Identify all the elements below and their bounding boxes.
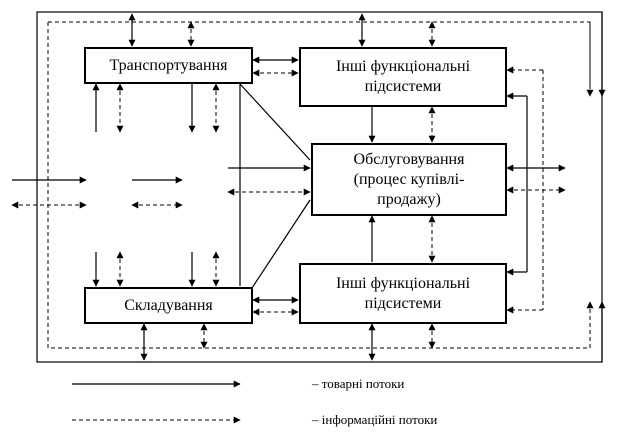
outer-frame xyxy=(36,11,603,363)
legend-goods-text: – товарні потоки xyxy=(312,376,405,391)
storage-label: Складування xyxy=(124,296,213,314)
other-subsystems-top-label: Інші функціональні підсистеми xyxy=(335,58,471,95)
legend-info-text: – інформаційні потоки xyxy=(312,412,438,427)
service-label: Обслуговування (процес купівлі- продажу) xyxy=(353,150,465,208)
storage-service-diagonal xyxy=(251,199,311,289)
other-subsystems-top-box: Інші функціональні підсистеми xyxy=(299,47,507,107)
transport-box: Транспортування xyxy=(84,47,253,84)
transport-service-diagonal xyxy=(239,83,311,161)
storage-box: Складування xyxy=(84,287,253,324)
other-subsystems-bottom-box: Інші функціональні підсистеми xyxy=(299,263,507,324)
transport-label: Транспортування xyxy=(109,56,228,74)
service-box: Обслуговування (процес купівлі- продажу) xyxy=(311,143,507,216)
other-subsystems-bottom-label: Інші функціональні підсистеми xyxy=(335,274,471,312)
